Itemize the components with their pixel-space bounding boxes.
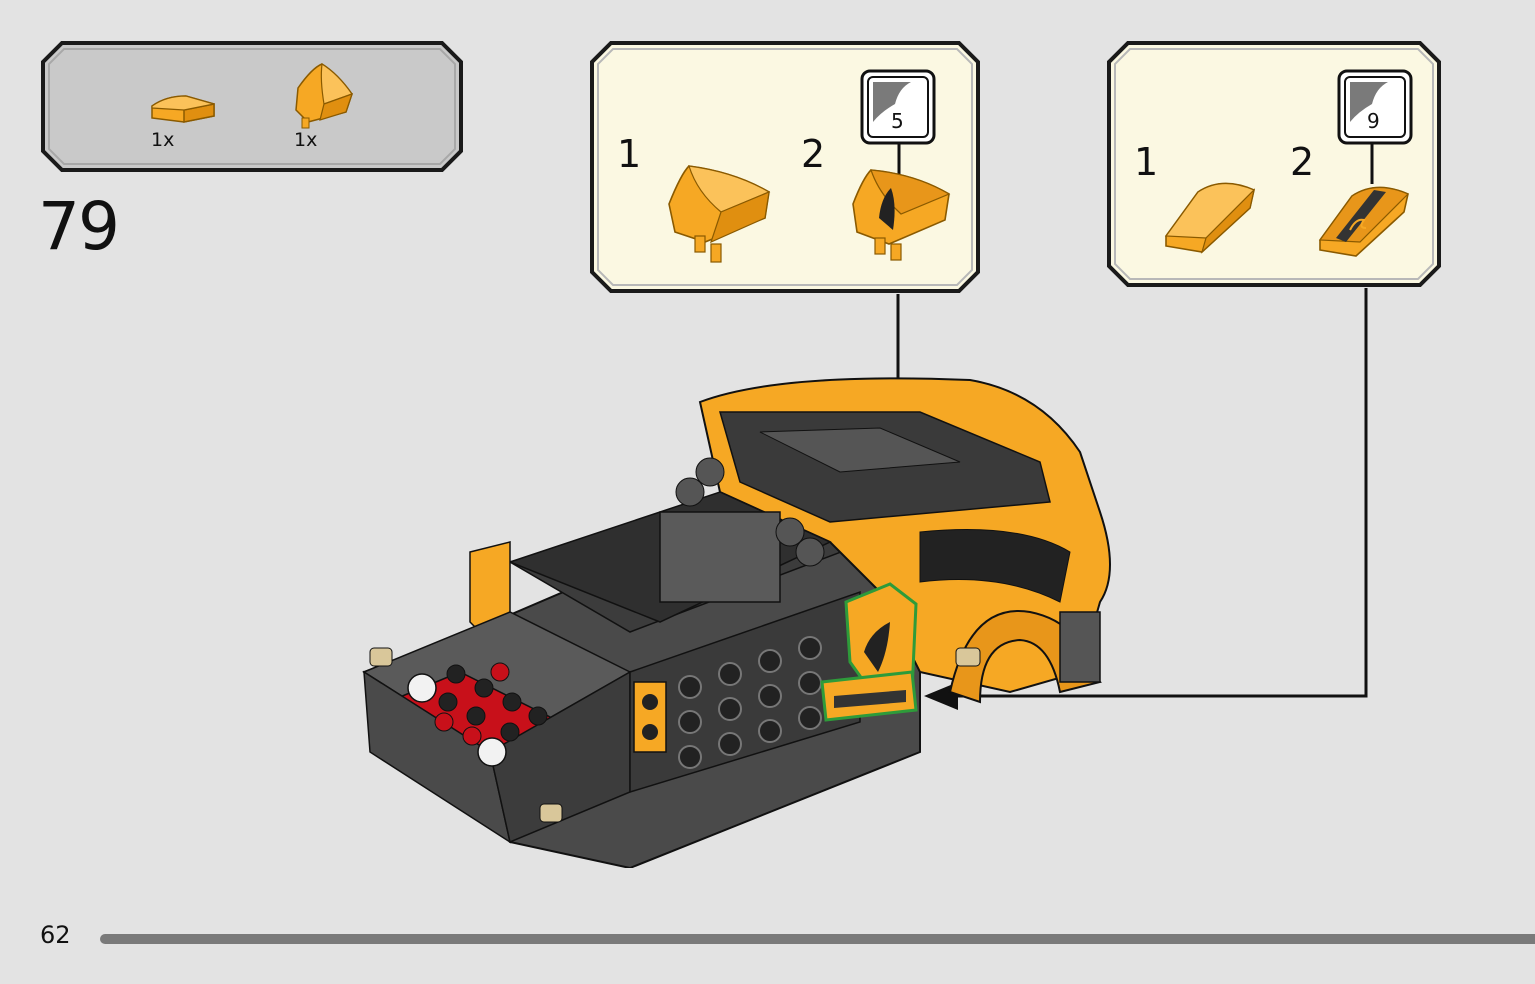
car-assembly-model <box>362 377 1111 868</box>
curved-slope-icon <box>151 95 215 123</box>
parts-box-frame <box>41 41 463 172</box>
wedge-part-icon <box>668 165 771 263</box>
curved-slope-icon <box>1164 182 1256 254</box>
sub-step-number: 1 <box>617 132 642 176</box>
sticker-number: 5 <box>891 109 904 133</box>
sub-step-number: 2 <box>1290 140 1315 184</box>
part-quantity: 1x <box>294 129 318 151</box>
sticker-number: 9 <box>1367 109 1380 133</box>
part-quantity: 1x <box>151 129 175 151</box>
callout-box-2: 1 2 9 <box>1106 40 1442 288</box>
page-progress-bar <box>100 934 1535 944</box>
sticker-icon <box>1337 69 1413 145</box>
page-number: 62 <box>40 921 71 949</box>
sticker-icon <box>860 69 936 145</box>
step-number: 79 <box>38 188 120 265</box>
stickered-curved-slope-icon <box>1318 144 1410 257</box>
wedge-slope-icon <box>295 62 353 129</box>
sub-step-number: 2 <box>801 132 826 176</box>
sub-step-number: 1 <box>1134 140 1159 184</box>
callout-box-1: 1 2 5 <box>589 40 981 294</box>
arrow-left-icon <box>924 682 958 710</box>
parts-list-box: 1x 1x <box>40 40 464 173</box>
stickered-wedge-icon <box>852 144 951 261</box>
